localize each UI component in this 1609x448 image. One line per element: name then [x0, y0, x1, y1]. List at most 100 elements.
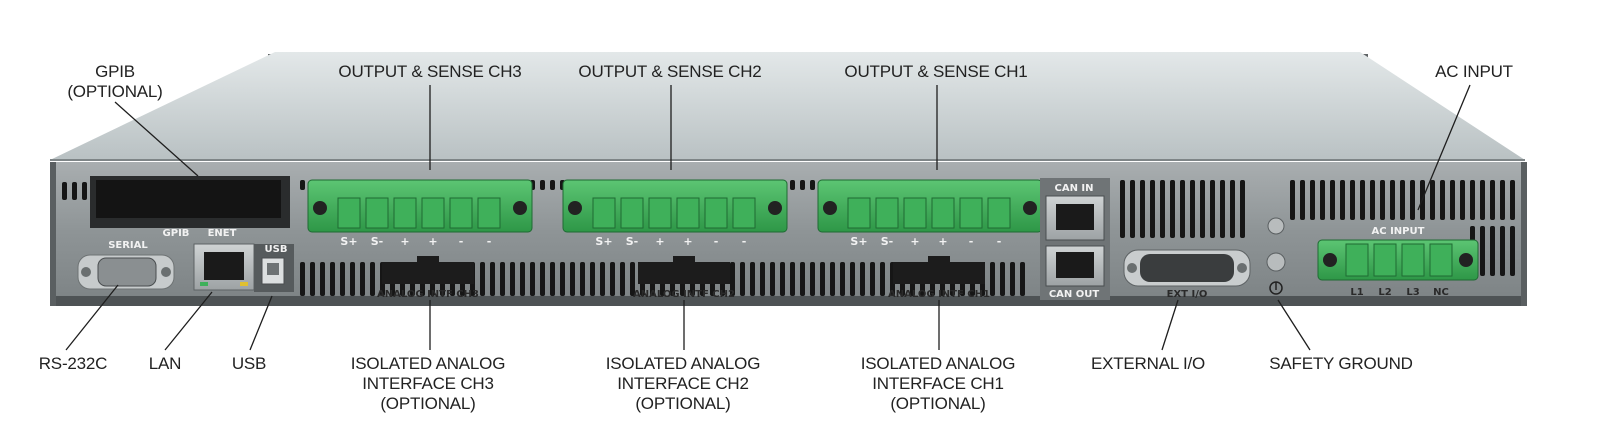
vent-slot — [1020, 262, 1025, 296]
ac-pin-label: NC — [1433, 287, 1449, 298]
leader-line — [1161, 299, 1179, 351]
ac-pin-slot — [1429, 243, 1453, 277]
vent-slot — [790, 180, 795, 190]
analog-ch1-panel-label: ANALOG INTF CH1 — [888, 289, 990, 300]
vent-slot — [370, 262, 375, 296]
leader-line — [249, 295, 273, 351]
vent-slot — [360, 262, 365, 296]
vent-slot — [550, 262, 555, 296]
vent-slot — [1490, 180, 1495, 220]
ac-pin-label: L1 — [1350, 287, 1363, 298]
callout-usb: USB — [231, 354, 267, 373]
vent-slot — [830, 262, 835, 296]
vent-slot — [1510, 226, 1515, 276]
output-terminal-ch2: S+S-++-- — [562, 179, 788, 248]
terminal-screw — [823, 201, 837, 215]
terminal-body — [307, 179, 533, 233]
vent-slot — [1310, 180, 1315, 220]
vent-slot — [62, 182, 67, 200]
can-in-port — [1045, 195, 1105, 241]
ext-io-panel-label: EXT I/O — [1167, 289, 1208, 300]
usb-port — [254, 244, 294, 292]
vent-slot — [770, 262, 775, 296]
vent-slot — [1320, 180, 1325, 220]
vent-slot — [1190, 180, 1195, 238]
vent-slot — [580, 262, 585, 296]
ac-pin-slot — [1401, 243, 1425, 277]
vent-slot — [590, 262, 595, 296]
terminal-screw — [313, 201, 327, 215]
serial-label: SERIAL — [108, 240, 148, 251]
vent-slot — [630, 262, 635, 296]
vent-slot — [480, 262, 485, 296]
vent-slot — [540, 262, 545, 296]
vent-slot — [800, 262, 805, 296]
vent-slot — [1290, 180, 1295, 220]
can-out-port — [1045, 245, 1105, 287]
chassis-top — [50, 52, 1525, 160]
analog-connector-ch3 — [382, 256, 474, 284]
terminal-pin-slot — [620, 197, 644, 229]
vent-slot — [810, 262, 815, 296]
vent-slot — [1390, 180, 1395, 220]
vent-slot — [1210, 180, 1215, 238]
vent-slot — [1120, 180, 1125, 238]
vent-slot — [1220, 180, 1225, 238]
vent-slot — [800, 180, 805, 190]
vent-slot — [1200, 180, 1205, 238]
terminal-pin-slot — [365, 197, 389, 229]
vent-slot — [1150, 180, 1155, 238]
callout-safety-ground: SAFETY GROUND — [1269, 354, 1413, 373]
terminal-pin-slot — [393, 197, 417, 229]
vent-slot — [860, 262, 865, 296]
terminal-pin-slot — [704, 197, 728, 229]
terminal-pin-label: + — [938, 235, 947, 248]
vent-slot — [540, 180, 545, 190]
callout-output-ch2: OUTPUT & SENSE CH2 — [578, 62, 762, 81]
leader-line — [114, 101, 199, 177]
vent-slot — [620, 262, 625, 296]
terminal-pin-label: + — [428, 235, 437, 248]
vent-slot — [330, 262, 335, 296]
vent-slot — [500, 262, 505, 296]
vent-slot — [1360, 180, 1365, 220]
terminal-screw — [568, 201, 582, 215]
terminal-pin-label: - — [742, 235, 747, 248]
vent-slot — [520, 262, 525, 296]
ac-screw — [1323, 253, 1337, 267]
terminal-screw — [1023, 201, 1037, 215]
vent-slot — [1170, 180, 1175, 238]
terminal-screw — [768, 201, 782, 215]
vent-slot — [570, 262, 575, 296]
vent-slot — [1450, 180, 1455, 220]
usb-panel-label: USB — [265, 244, 288, 255]
vent-slot — [880, 262, 885, 296]
can-in-label: CAN IN — [1054, 183, 1093, 194]
ext-io-port — [1123, 249, 1251, 287]
terminal-pin-slot — [592, 197, 616, 229]
callout-external-io: EXTERNAL I/O — [1090, 354, 1206, 373]
vent-slot — [1140, 180, 1145, 238]
vent-slot — [1370, 180, 1375, 220]
vent-slot — [790, 262, 795, 296]
vent-slot — [350, 262, 355, 296]
vent-slot — [1510, 180, 1515, 220]
gpib-panel-label: GPIB — [163, 228, 190, 239]
vent-slot — [1480, 226, 1485, 276]
vent-slot — [1430, 180, 1435, 220]
vent-slot — [780, 262, 785, 296]
vent-slot — [1500, 180, 1505, 220]
leader-line — [164, 291, 213, 351]
terminal-pin-label: S+ — [595, 235, 612, 248]
vent-slot — [560, 262, 565, 296]
vent-slot — [1300, 180, 1305, 220]
vent-slot — [1470, 180, 1475, 220]
vent-slot — [490, 262, 495, 296]
terminal-pin-slot — [676, 197, 700, 229]
callout-gpib: GPIB(OPTIONAL) — [67, 62, 163, 101]
ac-screw — [1459, 253, 1473, 267]
